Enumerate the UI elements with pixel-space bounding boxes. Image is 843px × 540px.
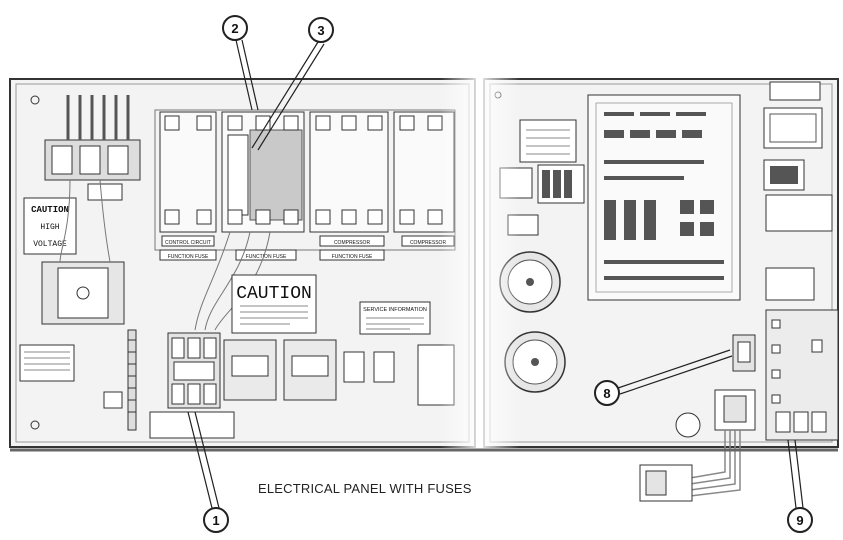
relay-bank: [499, 164, 585, 204]
callout-1: 1: [203, 507, 229, 533]
control-circuit-label: CONTROL CIRCUIT: [165, 240, 211, 246]
callout-2-number: 2: [231, 21, 238, 36]
fuse-panel-9: [765, 309, 839, 441]
callout-1-number: 1: [212, 513, 219, 528]
mount-hole-icon: [30, 420, 40, 430]
callout-9-number: 9: [796, 513, 803, 528]
service-information-sign: SERVICE INFORMATION: [359, 301, 431, 335]
fuse-cartridge: [227, 134, 249, 216]
callout-3-number: 3: [317, 23, 324, 38]
caution-center-sign: CAUTION: [231, 274, 317, 334]
caution-label: CAUTION: [31, 205, 69, 215]
label-plate: [149, 411, 235, 439]
service-information-label: SERVICE INFORMATION: [363, 307, 427, 313]
wire-harness: [639, 389, 756, 502]
function-fuse-label: FUNCTION FUSE: [246, 254, 287, 260]
caution-high-voltage-sign: CAUTION HIGH VOLTAGE: [23, 197, 77, 255]
module-top: [763, 107, 823, 149]
contactor-3: [283, 339, 337, 401]
function-fuse-label: FUNCTION FUSE: [168, 254, 209, 260]
caution-center-label: CAUTION: [236, 284, 312, 304]
relay: [373, 351, 395, 383]
contactor-main: [167, 332, 221, 409]
small-label: [103, 391, 123, 409]
callout-3: 3: [308, 17, 334, 43]
left-panel: CAUTION HIGH VOLTAGE: [9, 78, 476, 448]
callout-9: 9: [787, 507, 813, 533]
module-low: [765, 267, 815, 301]
terminal-block: [44, 95, 141, 201]
right-panel: [483, 78, 839, 502]
fuse-holder-8: [732, 334, 756, 372]
voltage-label: VOLTAGE: [33, 240, 67, 249]
fuse-highlight: [249, 129, 303, 221]
callout-2: 2: [222, 15, 248, 41]
module-board: [765, 194, 833, 232]
callout-8: 8: [594, 380, 620, 406]
compressor-label: COMPRESSOR: [410, 240, 447, 246]
panel-divider-fade: [440, 70, 520, 460]
transformer: [41, 261, 125, 325]
spec-label: [769, 81, 821, 101]
compressor-label: COMPRESSOR: [334, 240, 371, 246]
relay: [343, 351, 365, 383]
callout-leaders: [187, 39, 804, 509]
diagram-caption: ELECTRICAL PANEL WITH FUSES: [258, 481, 472, 496]
main-control-board: [587, 94, 741, 301]
mount-hole-icon: [30, 95, 40, 105]
warning-label: [19, 344, 75, 382]
fuse-blocks: CONTROL CIRCUIT FUNCTION FUSE FUNCTION F…: [154, 109, 456, 261]
high-label: HIGH: [40, 223, 59, 232]
contactor-2: [223, 339, 277, 401]
terminal-strip: [127, 329, 137, 431]
info-label: [519, 119, 577, 163]
callout-8-number: 8: [603, 386, 610, 401]
function-fuse-label: FUNCTION FUSE: [332, 254, 373, 260]
